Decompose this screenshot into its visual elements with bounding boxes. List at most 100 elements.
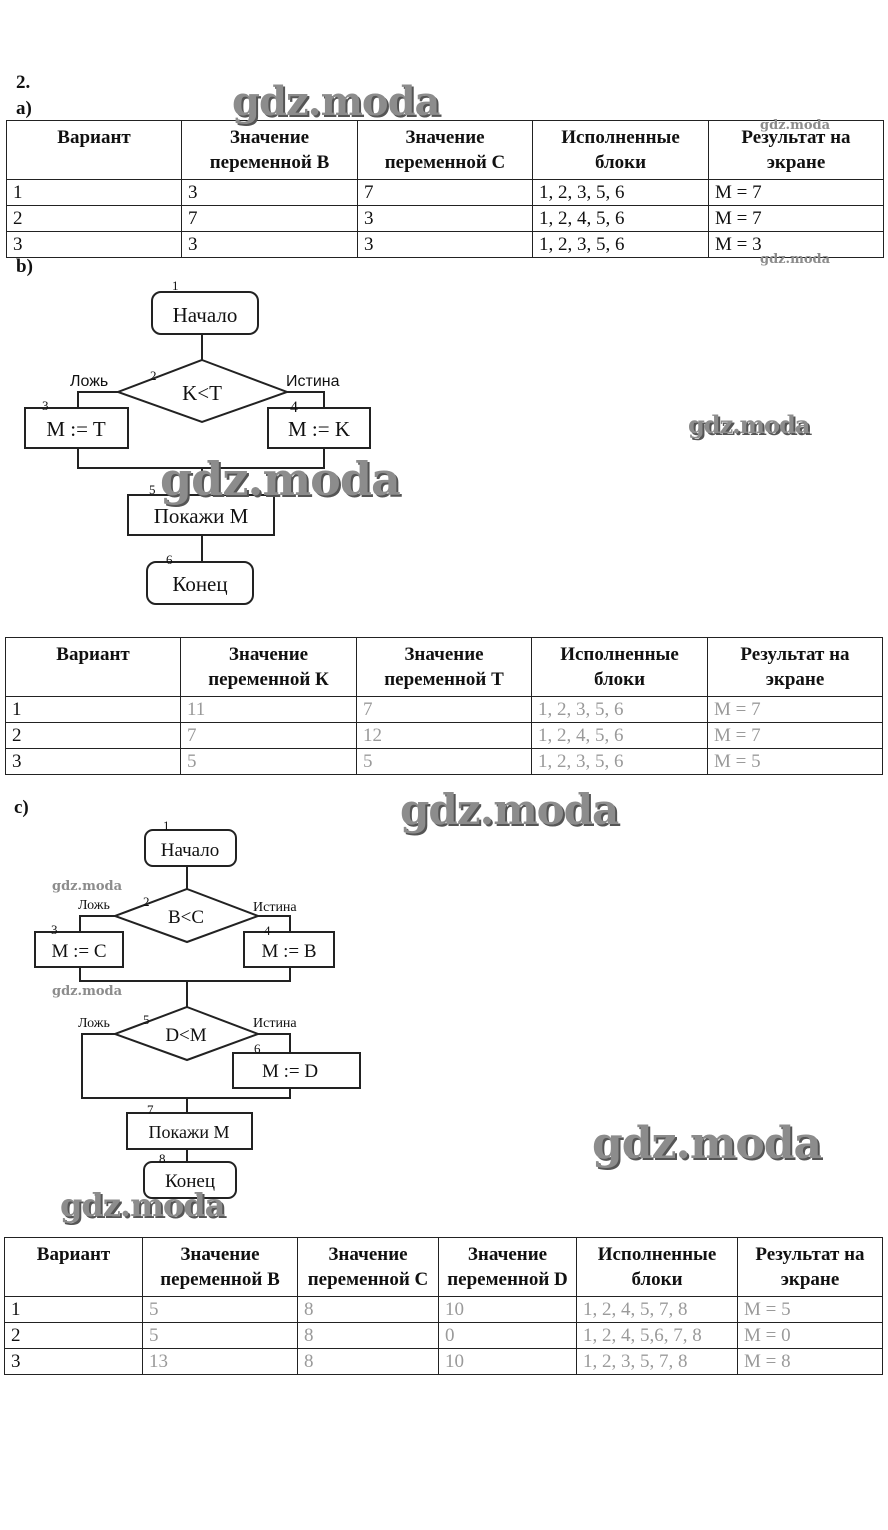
- watermark: gdz.moda: [232, 78, 440, 125]
- end-terminal: [143, 1161, 237, 1199]
- header-cell: Результат на экране: [708, 120, 884, 180]
- block-number: 1: [163, 818, 170, 833]
- header-cell: Вариант: [5, 637, 181, 697]
- false-block-text: M := C: [51, 941, 106, 962]
- flowchart-b: 1 2 3 4 5 6 Начало K<T Ложь Истина M := …: [24, 278, 371, 605]
- table-cell: 5: [180, 748, 357, 775]
- watermark: gdz.moda: [688, 410, 810, 439]
- watermark: gdz.moda: [760, 118, 831, 133]
- condition-1-text: B<C: [168, 907, 204, 928]
- header-cell: Значение переменной К: [180, 637, 357, 697]
- header-cell: Значение переменной Т: [356, 637, 532, 697]
- header-cell: Исполненные блоки: [576, 1237, 738, 1297]
- table-row: 2 7 12 1, 2, 4, 5, 6 M = 7: [5, 722, 883, 749]
- block-number: 4: [290, 399, 298, 416]
- table-cell: 3: [4, 1348, 143, 1375]
- flowchart-c: 1 2 3 4 5 6 7 8 Начало B<C Ложь Истина M…: [34, 818, 361, 1199]
- start-text: Начало: [173, 303, 238, 327]
- block-number: 8: [159, 1151, 166, 1166]
- true-block-2-text: M := D: [262, 1061, 318, 1082]
- header-cell: Результат на экране: [707, 637, 883, 697]
- table-a-header: Вариант Значение переменной В Значение п…: [6, 120, 884, 180]
- table-b: Вариант Значение переменной К Значение п…: [5, 637, 883, 775]
- table-cell: 7: [181, 205, 358, 232]
- watermark: gdz.moda: [400, 785, 619, 834]
- block-number: 5: [143, 1012, 150, 1027]
- true-block-text: M := K: [288, 417, 350, 441]
- table-cell: 8: [297, 1296, 439, 1323]
- end-text: Конец: [165, 1171, 215, 1192]
- start-text: Начало: [161, 840, 220, 861]
- table-cell: M = 0: [737, 1322, 883, 1349]
- table-cell: 1, 2, 3, 5, 6: [532, 179, 709, 206]
- output-text: Покажи M: [154, 504, 249, 528]
- block-number: 2: [150, 368, 157, 383]
- header-cell: Результат на экране: [737, 1237, 883, 1297]
- table-cell: 0: [438, 1322, 577, 1349]
- table-cell: 2: [6, 205, 182, 232]
- table-cell: 1, 2, 4, 5, 7, 8: [576, 1296, 738, 1323]
- false-label: Ложь: [70, 373, 108, 390]
- table-cell: M = 7: [708, 179, 884, 206]
- table-row: 3 3 3 1, 2, 3, 5, 6 M = 3: [6, 231, 884, 258]
- block-number: 3: [42, 398, 49, 413]
- header-cell: Значение переменной С: [357, 120, 533, 180]
- block-number: 1: [172, 278, 179, 293]
- part-c-label: c): [14, 797, 29, 818]
- block-number: 2: [143, 894, 150, 909]
- watermark: gdz.moda: [52, 984, 123, 999]
- block-number: 6: [254, 1041, 261, 1056]
- header-cell: Вариант: [4, 1237, 143, 1297]
- table-cell: 1, 2, 4, 5, 6: [531, 722, 708, 749]
- header-cell: Исполненные блоки: [532, 120, 709, 180]
- end-terminal: [146, 561, 254, 605]
- table-cell: M = 7: [707, 722, 883, 749]
- condition-diamond-1: [112, 887, 261, 944]
- table-row: 3 5 5 1, 2, 3, 5, 6 M = 5: [5, 748, 883, 775]
- table-cell: 8: [297, 1322, 439, 1349]
- true-label-2: Истина: [253, 1016, 297, 1031]
- true-block: [267, 407, 371, 449]
- part-a-label: a): [16, 98, 32, 119]
- table-cell: 7: [356, 696, 532, 723]
- table-cell: 5: [142, 1296, 298, 1323]
- table-cell: 1, 2, 3, 5, 7, 8: [576, 1348, 738, 1375]
- table-cell: M = 5: [707, 748, 883, 775]
- table-cell: 7: [180, 722, 357, 749]
- table-cell: 10: [438, 1348, 577, 1375]
- start-terminal: [151, 291, 259, 335]
- true-label: Истина: [253, 900, 297, 915]
- start-terminal: [144, 829, 237, 867]
- table-cell: 8: [297, 1348, 439, 1375]
- table-cell: 3: [357, 231, 533, 258]
- table-cell: 10: [438, 1296, 577, 1323]
- table-cell: 7: [357, 179, 533, 206]
- table-cell: 3: [181, 179, 358, 206]
- header-cell: Вариант: [6, 120, 182, 180]
- table-row: 2 7 3 1, 2, 4, 5, 6 M = 7: [6, 205, 884, 232]
- block-number: 3: [51, 922, 58, 937]
- header-cell: Значение переменной C: [297, 1237, 439, 1297]
- watermark: gdz.moda: [160, 452, 401, 506]
- table-cell: M = 7: [707, 696, 883, 723]
- false-label-2: Ложь: [78, 1016, 110, 1031]
- table-a: Вариант Значение переменной В Значение п…: [6, 120, 884, 258]
- table-row: 2 5 8 0 1, 2, 4, 5,6, 7, 8 M = 0: [4, 1322, 883, 1349]
- table-cell: 2: [4, 1322, 143, 1349]
- header-cell: Значение переменной B: [142, 1237, 298, 1297]
- block-number: 4: [264, 923, 271, 938]
- block-number: 7: [147, 1102, 154, 1117]
- watermark: gdz.moda: [60, 1186, 225, 1224]
- table-cell: 5: [356, 748, 532, 775]
- table-row: 1 11 7 1, 2, 3, 5, 6 M = 7: [5, 696, 883, 723]
- false-block-text: M := T: [46, 417, 105, 441]
- header-cell: Исполненные блоки: [531, 637, 708, 697]
- table-cell: 1, 2, 3, 5, 6: [531, 696, 708, 723]
- table-cell: 1, 2, 4, 5,6, 7, 8: [576, 1322, 738, 1349]
- end-text: Конец: [172, 572, 227, 596]
- table-cell: 1: [6, 179, 182, 206]
- table-cell: 1: [5, 696, 181, 723]
- false-label: Ложь: [78, 898, 110, 913]
- true-label: Истина: [286, 373, 340, 390]
- true-block-2: [232, 1052, 361, 1089]
